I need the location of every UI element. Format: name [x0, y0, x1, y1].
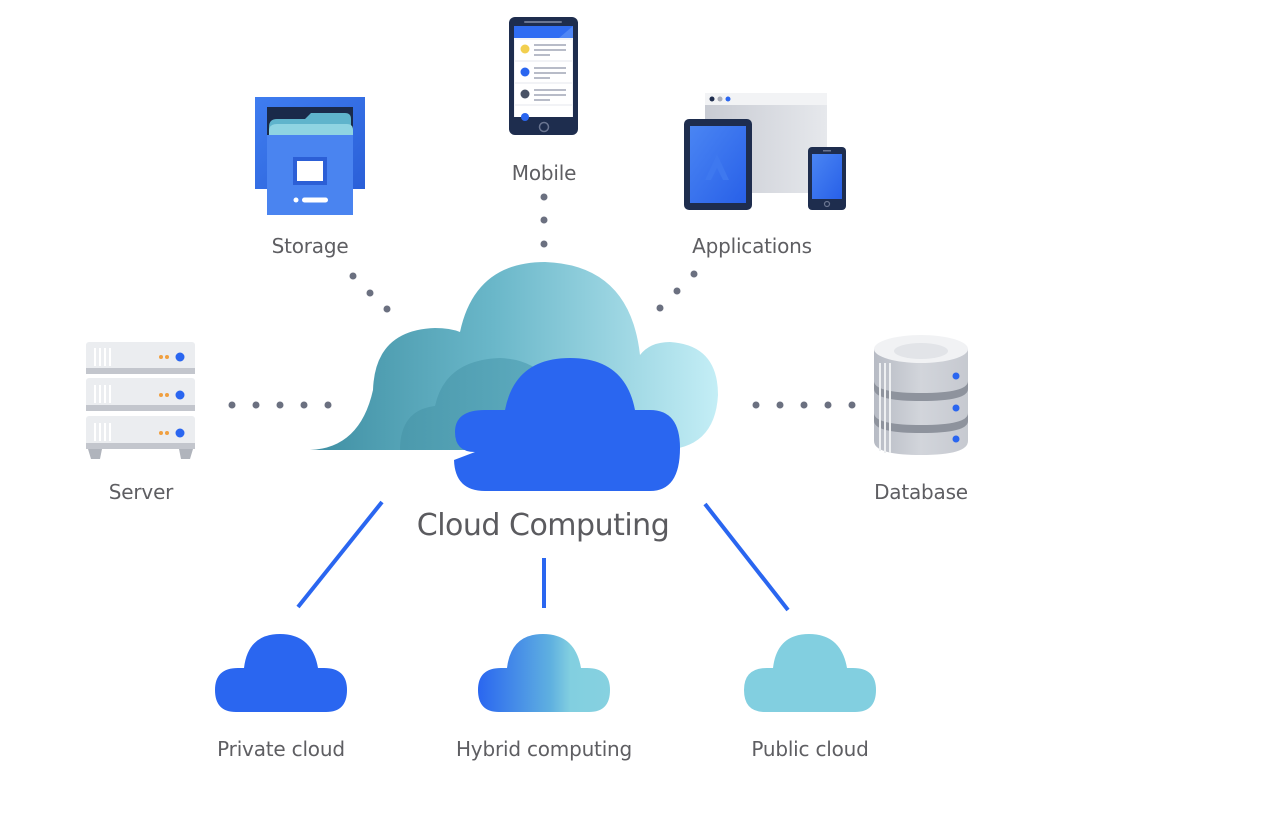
public-cloud-icon	[744, 634, 876, 712]
file-cabinet-icon	[255, 97, 365, 215]
database-icon	[874, 335, 968, 455]
diagram-title: Cloud Computing	[416, 508, 670, 543]
public-cloud-label: Public cloud	[751, 737, 869, 761]
line-connector-public	[703, 502, 790, 612]
dotted-connector-applications	[656, 270, 698, 312]
dotted-connector-storage	[349, 272, 391, 313]
devices-icon	[684, 93, 846, 210]
private-cloud-label: Private cloud	[217, 737, 345, 761]
dotted-connector-mobile	[540, 193, 548, 248]
mobile-label: Mobile	[511, 161, 577, 185]
private-cloud-icon	[215, 634, 347, 712]
applications-label: Applications	[692, 234, 812, 258]
hybrid-computing-label: Hybrid computing	[455, 737, 633, 761]
line-connector-private	[296, 500, 384, 609]
storage-label: Storage	[271, 234, 349, 258]
cloud-cluster-icon	[310, 262, 718, 491]
dotted-connector-server	[228, 401, 332, 409]
server-label: Server	[108, 480, 174, 504]
server-rack-icon	[86, 342, 195, 459]
database-label: Database	[874, 480, 968, 504]
dotted-connector-database	[752, 401, 856, 409]
smartphone-icon	[509, 17, 578, 135]
hybrid-cloud-icon	[478, 634, 610, 712]
